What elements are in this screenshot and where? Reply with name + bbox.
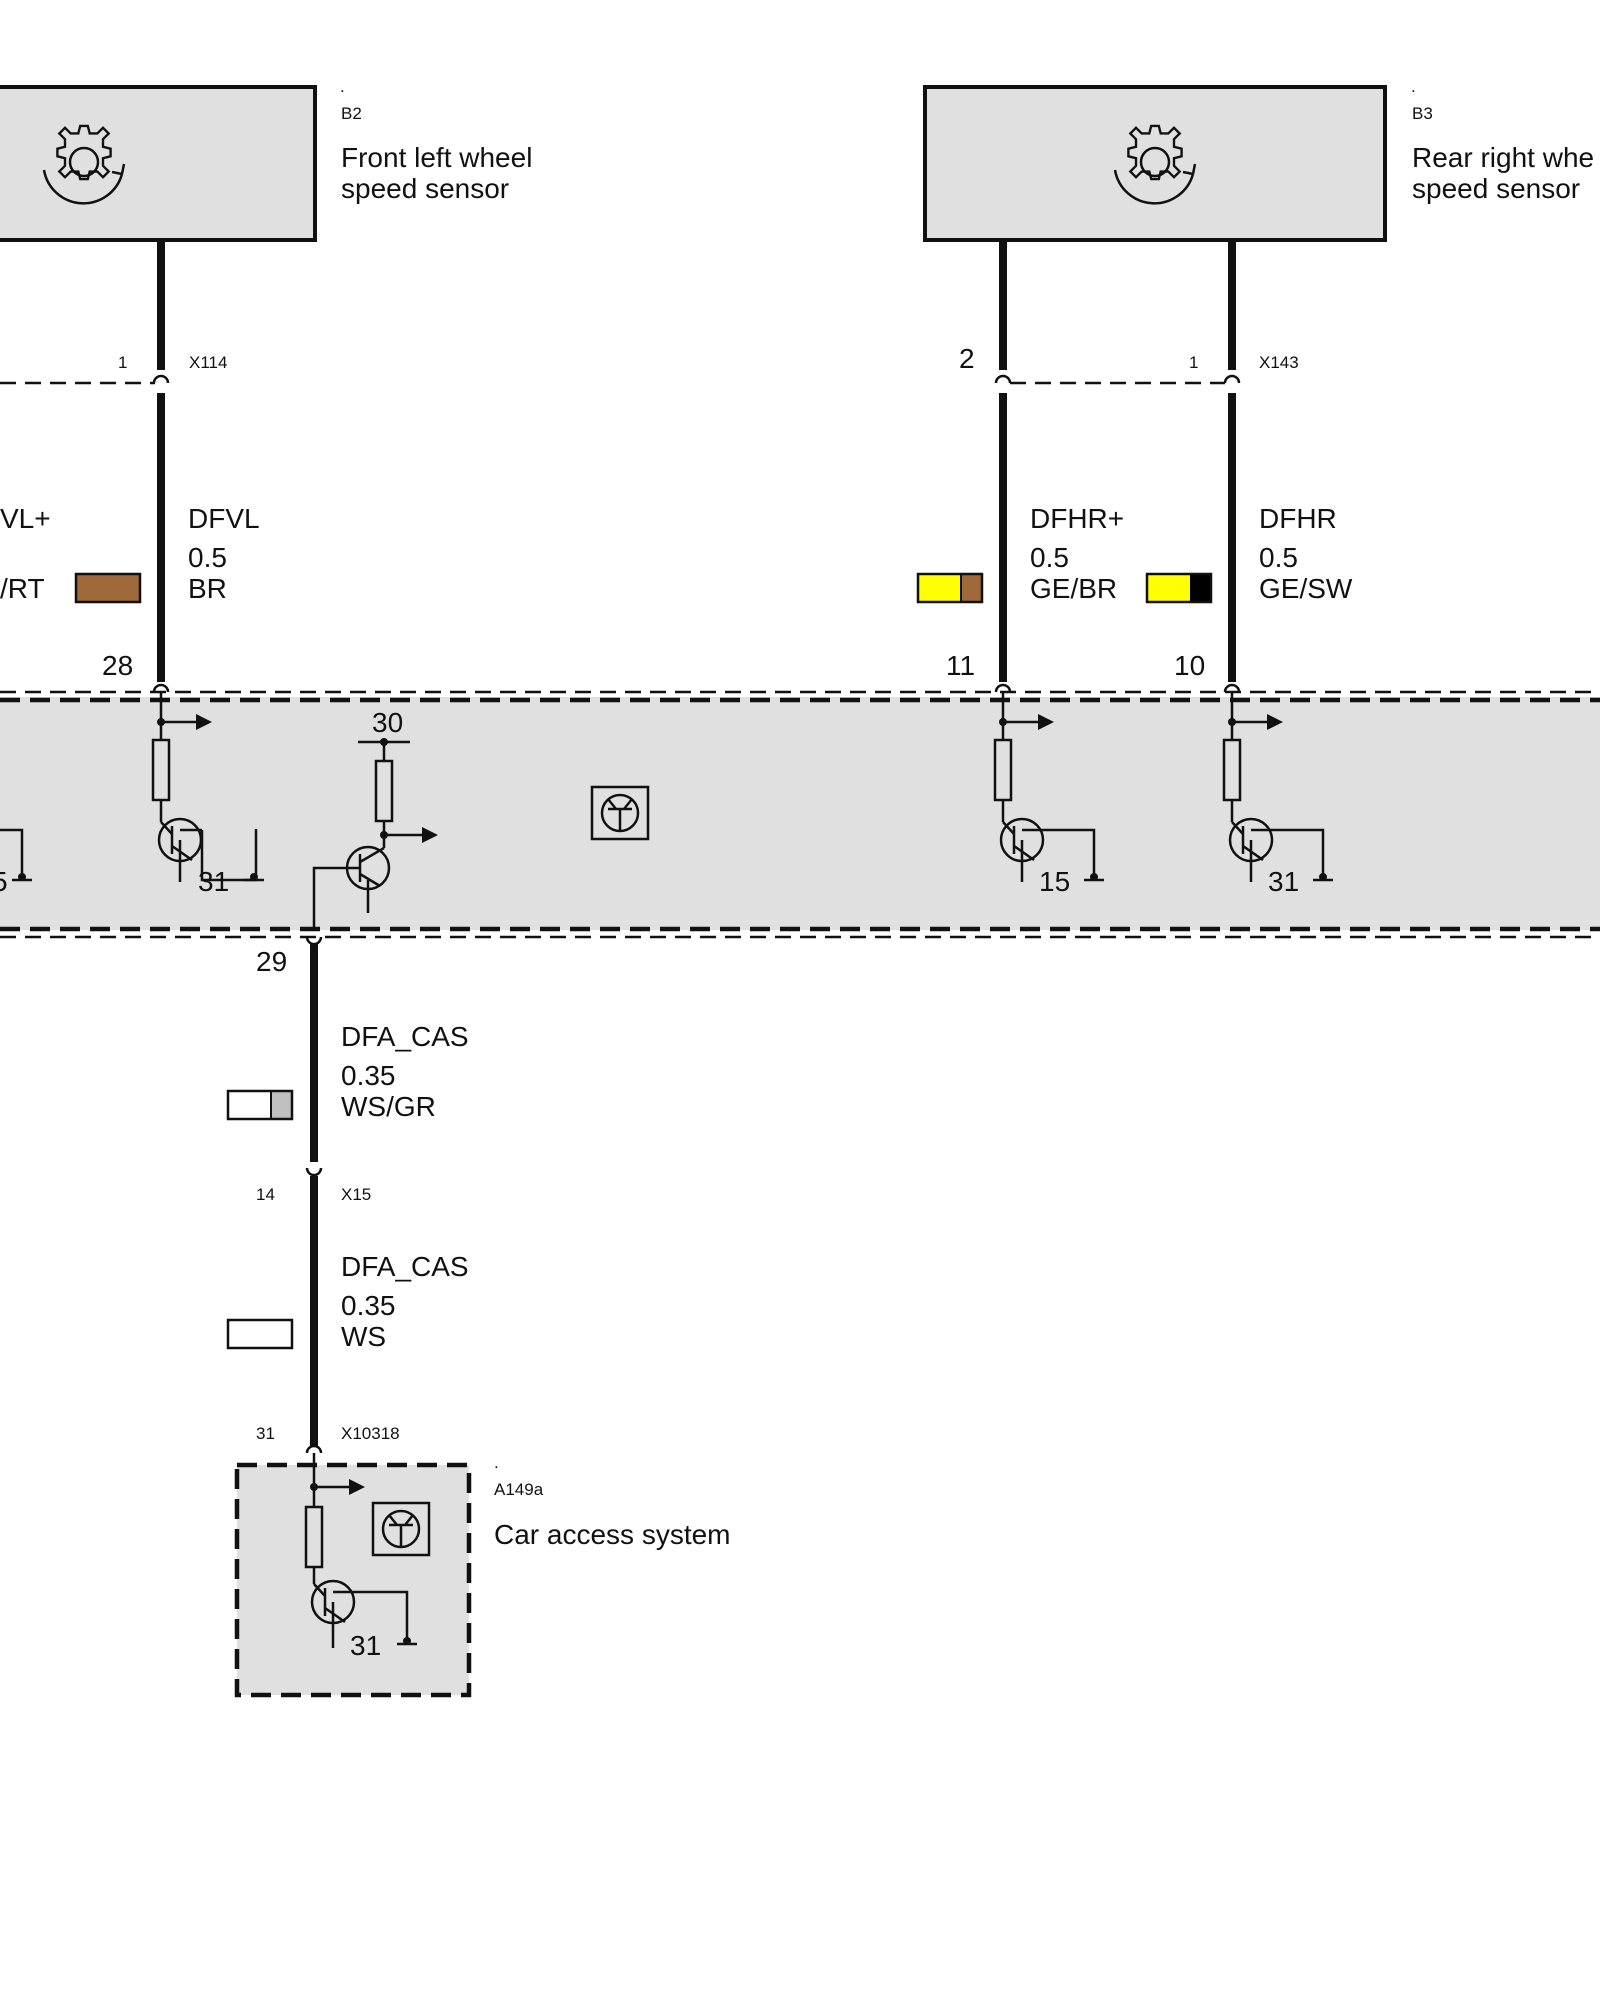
x143-pin-right: 1 <box>1189 353 1198 372</box>
ground-label-dfhr-plus: 15 <box>1039 866 1070 897</box>
a149a-input-circuit <box>304 1453 417 1648</box>
dfhr-plus-gauge: 0.5 <box>1030 542 1069 573</box>
a149a-id: A149a <box>494 1480 544 1499</box>
b3-gear-icon <box>1113 124 1197 205</box>
a149a-transistor-symbol-icon <box>371 1501 431 1557</box>
dfvl-color-code: BR <box>188 573 227 604</box>
dfhr-plus-input-circuit <box>993 692 1096 882</box>
pin-10: 10 <box>1174 650 1205 681</box>
x15-id: X15 <box>341 1185 371 1204</box>
dfvl-name: DFVL <box>188 503 260 534</box>
b3-sensor-box <box>923 85 1387 242</box>
b2-id: B2 <box>341 104 362 123</box>
ground-label-dfvl: 31 <box>198 866 229 897</box>
dfhr-plus-color-swatch <box>916 572 984 604</box>
dfa-cas-2-color-code: WS <box>341 1321 386 1352</box>
b2-name-line1: Front left wheel <box>341 142 532 173</box>
dfvl-wire-connector-arc <box>152 374 170 384</box>
ground-label-left: 5 <box>0 866 8 897</box>
x10318-arc <box>305 1444 323 1454</box>
dfa-cas-2-gauge: 0.35 <box>341 1290 396 1321</box>
b3-dot: . <box>1411 77 1416 96</box>
a149a-dot: . <box>494 1453 499 1472</box>
x15-pin: 14 <box>256 1185 275 1204</box>
dfhr-gauge: 0.5 <box>1259 542 1298 573</box>
x114-id: X114 <box>189 353 227 372</box>
dfvl-gauge: 0.5 <box>188 542 227 573</box>
a149a-name: Car access system <box>494 1519 731 1550</box>
dfvl-input-circuit <box>151 692 258 882</box>
dfhr-plus-color-code: GE/BR <box>1030 573 1117 604</box>
b2-name-line2: speed sensor <box>341 173 509 204</box>
x10318-pin: 31 <box>256 1424 275 1443</box>
left-wire-color-code: /RT <box>0 573 45 604</box>
b2-sensor-box <box>0 85 317 242</box>
dfa-cas-2-name: DFA_CAS <box>341 1251 469 1282</box>
b2-gear-icon <box>42 124 126 205</box>
a149a-box-fill <box>237 1465 469 1695</box>
dfhr-color-code: GE/SW <box>1259 573 1353 604</box>
x114-pin: 1 <box>118 353 127 372</box>
pin-30: 30 <box>372 707 403 738</box>
dfhr-plus-connector-arc <box>994 374 1012 384</box>
x10318-id: X10318 <box>341 1424 400 1443</box>
dfa-cas-1-name: DFA_CAS <box>341 1021 469 1052</box>
pin-28-arc <box>152 683 170 693</box>
dfhr-input-circuit <box>1222 692 1325 882</box>
dfhr-plus-name: DFHR+ <box>1030 503 1124 534</box>
dfa-output-circuit <box>312 738 438 929</box>
ground-symbols <box>0 828 1333 882</box>
pin-11: 11 <box>946 650 975 681</box>
pin-10-arc <box>1223 683 1241 693</box>
pin-11-arc <box>994 683 1012 693</box>
transistor-symbol-icon <box>590 785 650 841</box>
x15-arc <box>305 1167 323 1177</box>
b2-dot: . <box>340 77 345 96</box>
dfvl-color-swatch <box>74 572 142 604</box>
dfa-cas-2-color-swatch <box>226 1318 294 1350</box>
dfhr-name: DFHR <box>1259 503 1337 534</box>
x143-pin-left: 2 <box>959 343 975 374</box>
dfa-cas-1-color-swatch <box>226 1089 294 1121</box>
b3-name-line2: speed sensor <box>1412 173 1580 204</box>
dfa-cas-1-gauge: 0.35 <box>341 1060 396 1091</box>
dfa-cas-1-color-code: WS/GR <box>341 1091 436 1122</box>
dfhr-connector-arc <box>1223 374 1241 384</box>
dfhr-color-swatch <box>1145 572 1213 604</box>
pin-28: 28 <box>102 650 133 681</box>
left-wire-name: VL+ <box>0 503 51 534</box>
pin-29: 29 <box>256 946 287 977</box>
ground-label-dfhr: 31 <box>1268 866 1299 897</box>
a149a-box-border <box>234 1462 472 1698</box>
b3-name-line1: Rear right whe <box>1412 142 1594 173</box>
x143-id: X143 <box>1259 353 1299 372</box>
b3-id: B3 <box>1412 104 1433 123</box>
control-unit-box <box>0 697 1600 930</box>
a149a-ground-label: 31 <box>350 1630 381 1661</box>
